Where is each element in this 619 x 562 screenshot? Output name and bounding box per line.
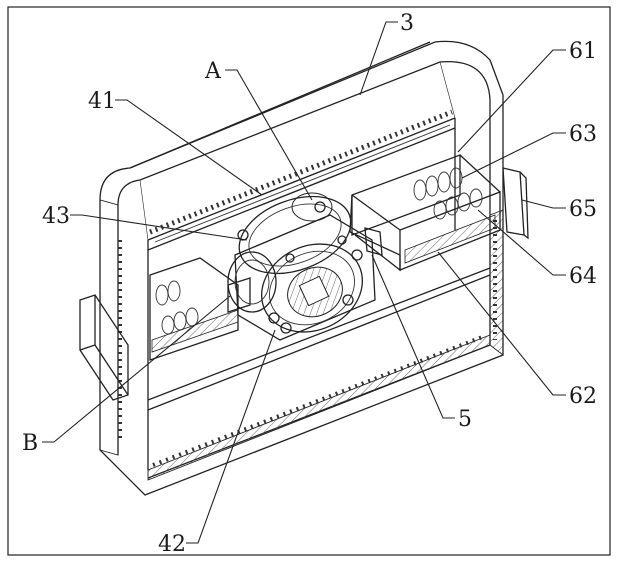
- label-3: 3: [400, 11, 414, 36]
- label-A: A: [204, 59, 222, 84]
- label-62: 62: [569, 384, 597, 409]
- label-5: 5: [458, 407, 472, 432]
- leader-lines: [42, 21, 566, 544]
- right-clamp-assembly: [349, 154, 529, 272]
- label-63: 63: [569, 122, 597, 147]
- label-41: 41: [88, 89, 116, 114]
- figure-border: [7, 6, 611, 556]
- label-65: 65: [569, 197, 597, 222]
- disc-assembly: [227, 192, 376, 341]
- housing-3: [99, 40, 504, 496]
- label-61: 61: [569, 39, 597, 64]
- label-B: B: [22, 431, 38, 456]
- left-clamp-assembly: [79, 257, 251, 401]
- label-42: 42: [158, 532, 186, 557]
- label-43: 43: [42, 204, 70, 229]
- label-64: 64: [569, 264, 597, 289]
